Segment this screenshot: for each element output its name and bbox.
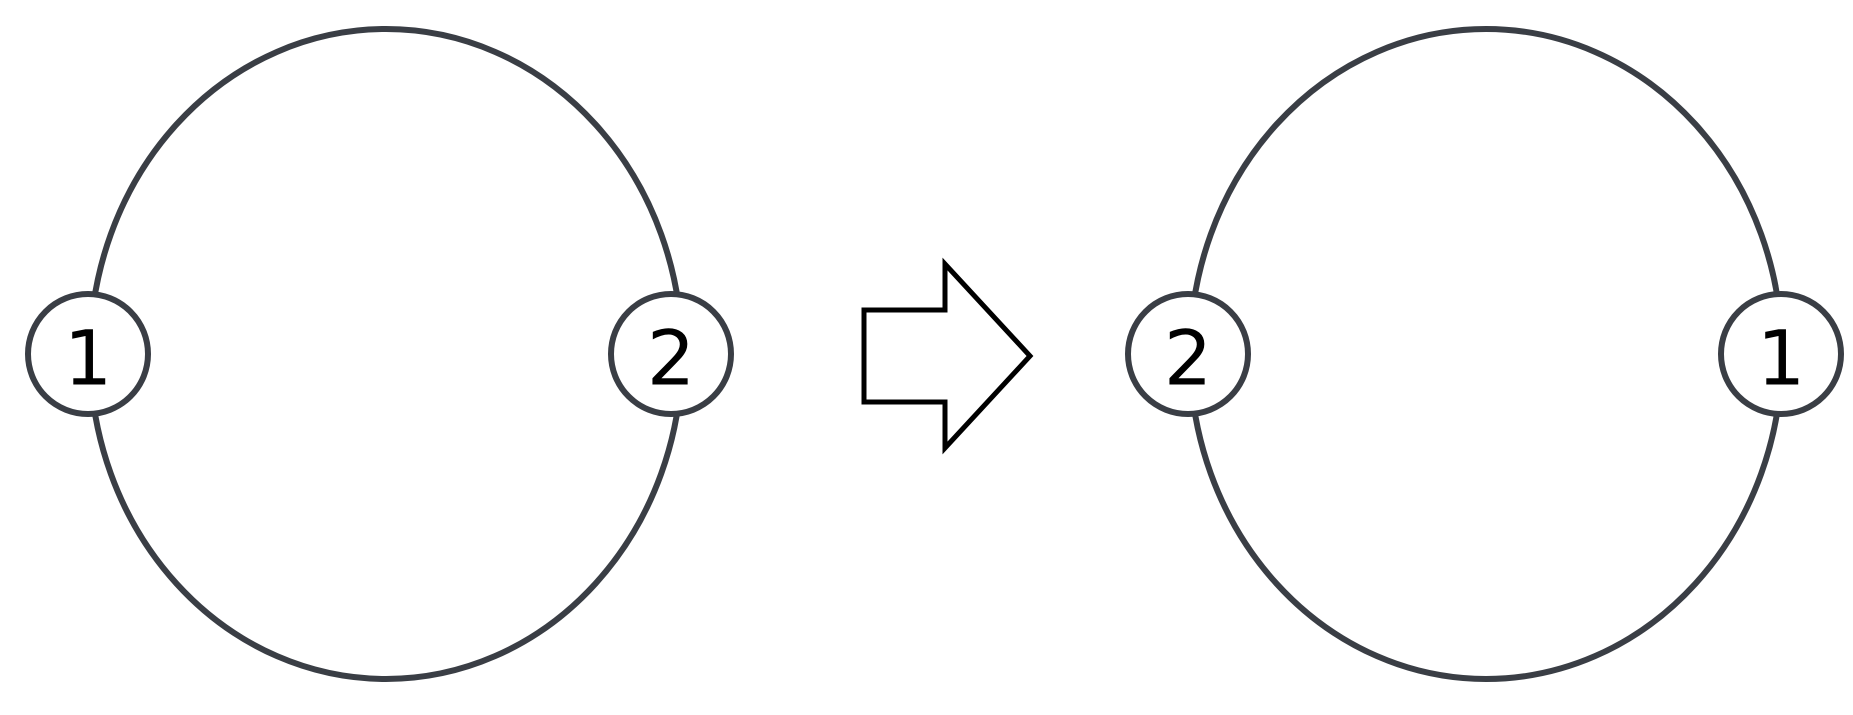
after-right-node-label: 1 (1757, 314, 1805, 403)
before-right-node-label: 2 (647, 314, 695, 403)
after-left-node-label: 2 (1164, 314, 1212, 403)
after-left-node: 2 (1125, 291, 1251, 417)
after-right-node: 1 (1718, 291, 1844, 417)
after-state: 2 1 (1125, 26, 1844, 682)
right-arrow-icon (861, 257, 1034, 455)
before-right-node: 2 (608, 291, 734, 417)
after-right-node-circle (1718, 291, 1844, 417)
after-ring (1187, 26, 1785, 682)
after-left-node-circle (1125, 291, 1251, 417)
before-ring (87, 26, 685, 682)
before-left-node-circle (25, 291, 151, 417)
before-left-node-label: 1 (64, 314, 112, 403)
before-left-node: 1 (25, 291, 151, 417)
before-right-node-circle (608, 291, 734, 417)
before-state: 1 2 (25, 26, 734, 682)
